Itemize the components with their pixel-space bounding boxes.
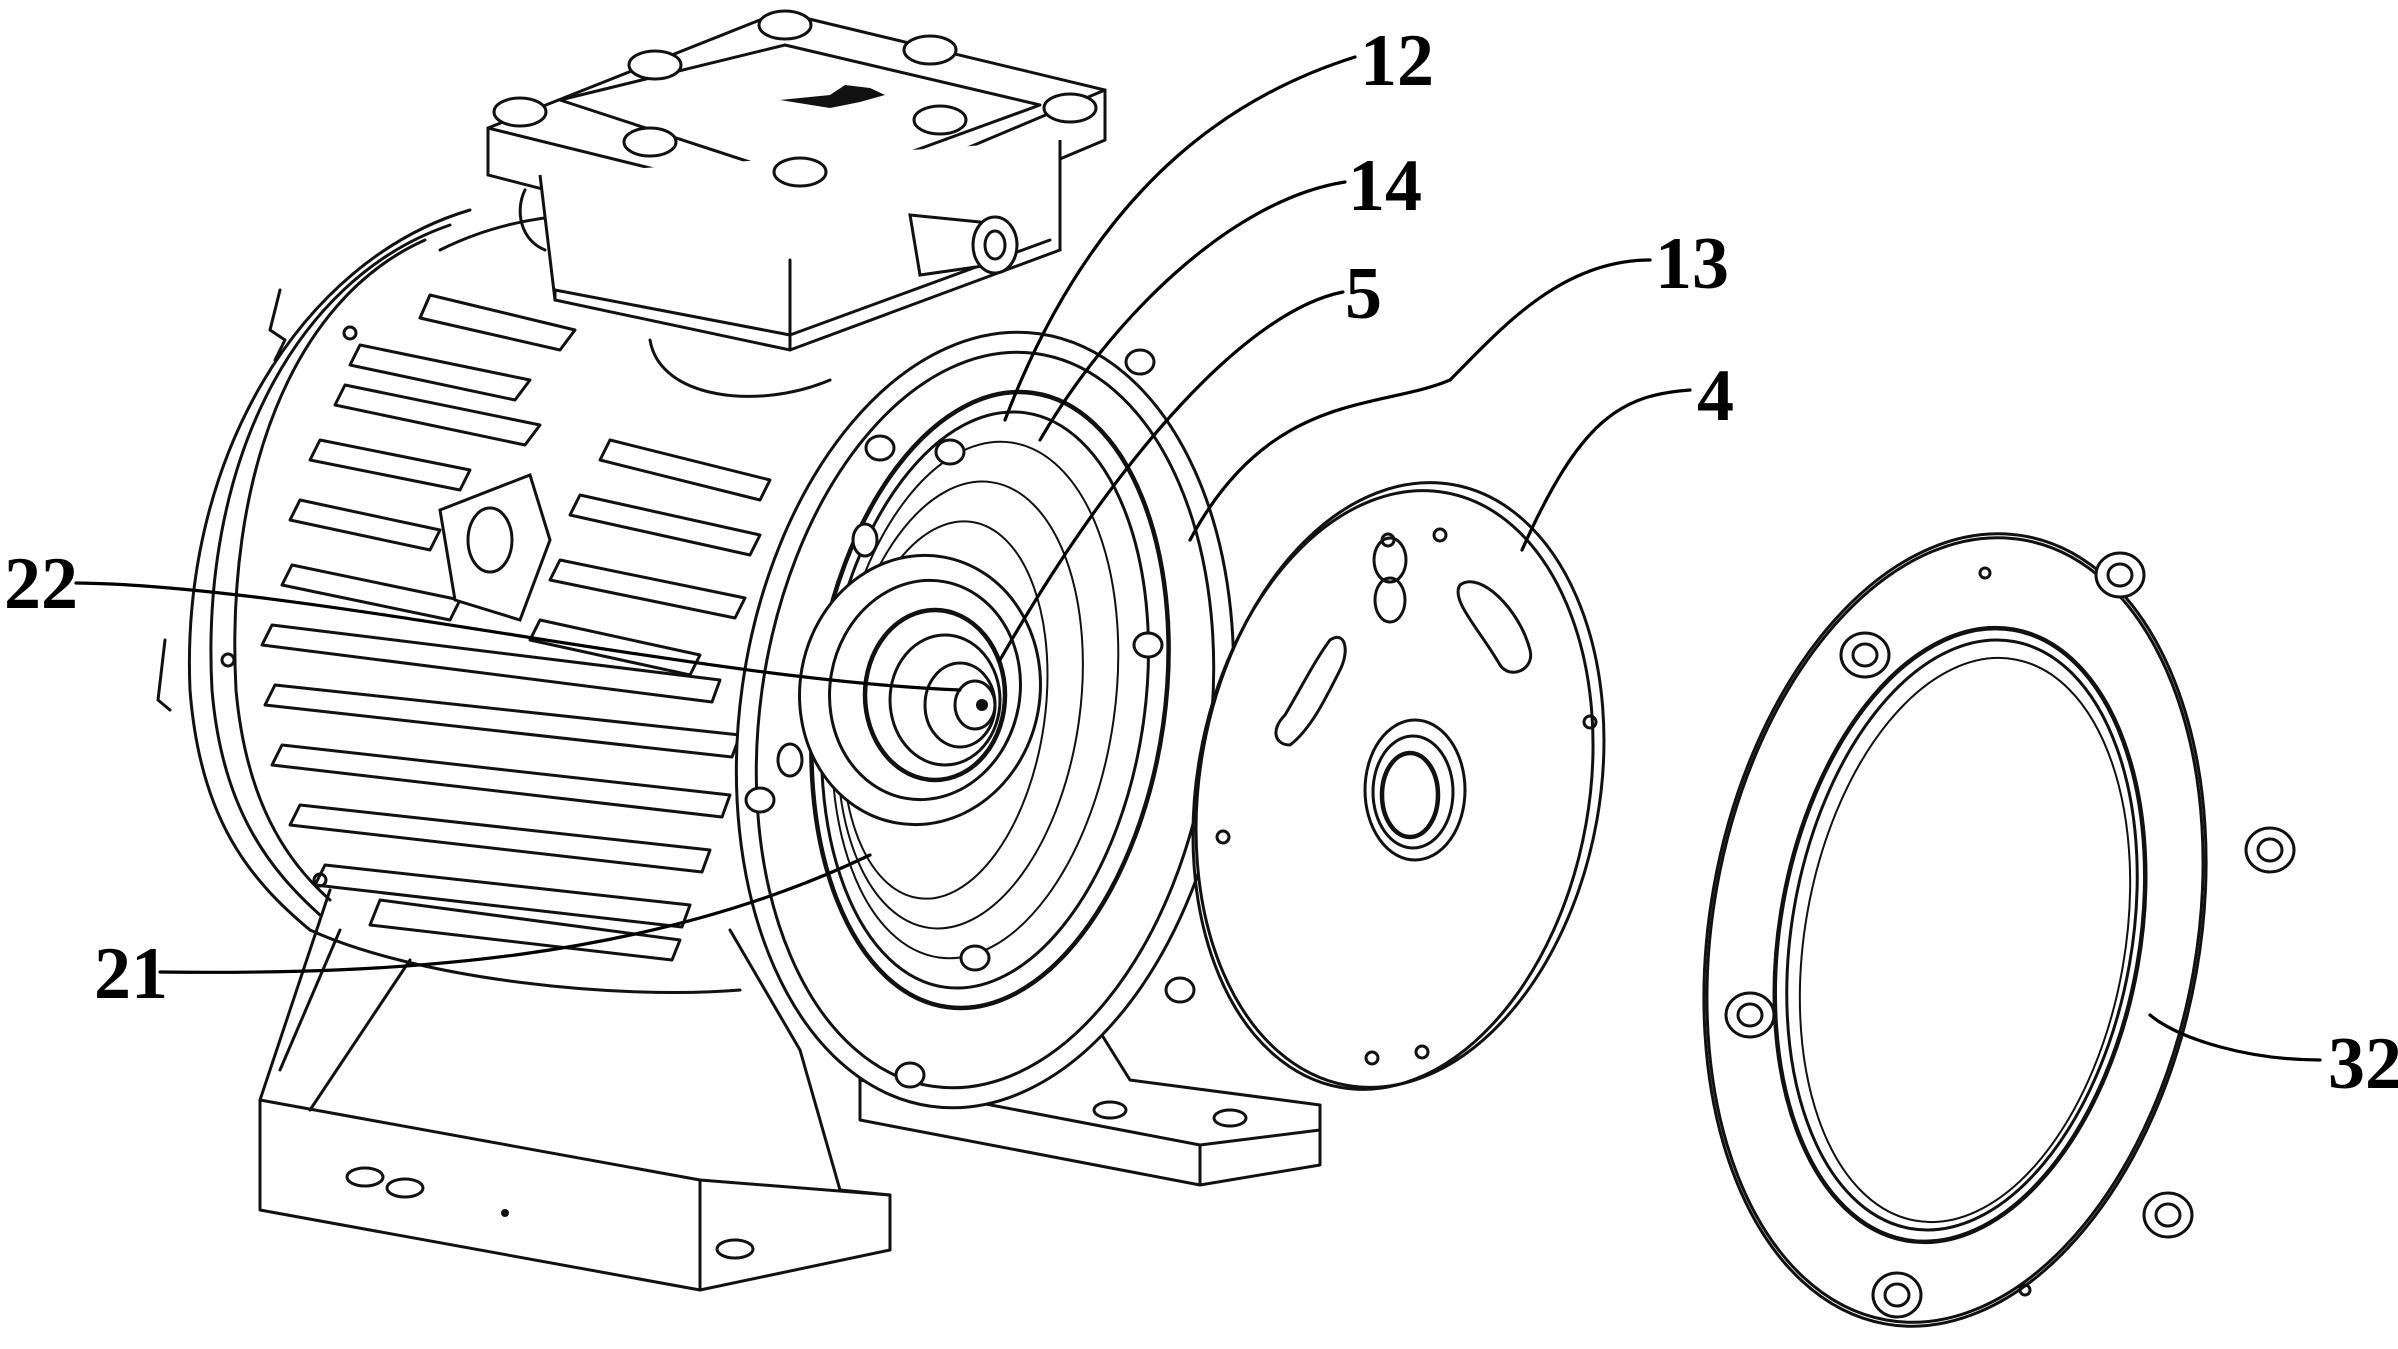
label-21: 21: [94, 933, 168, 1015]
label-22: 22: [4, 543, 78, 625]
cable-gland: [908, 213, 1019, 277]
leader-5: [998, 290, 1345, 662]
leader-21: [158, 853, 872, 974]
leader-4: [1520, 388, 1692, 552]
leader-14: [1038, 180, 1347, 442]
rear-end-ring: [156, 208, 472, 932]
cover-clips: [1724, 551, 2296, 1319]
mounting-feet: [258, 888, 1322, 1292]
terminal-box-screws: [492, 9, 1098, 188]
terminal-box: [486, 9, 1107, 398]
leader-lines: [74, 55, 2322, 1062]
motor-housing-finned: [260, 213, 772, 994]
label-5: 5: [1345, 253, 1382, 335]
label-4: 4: [1697, 355, 1734, 437]
end-plate-disc: [1191, 481, 1606, 1091]
leader-13: [1188, 258, 1652, 542]
leader-32: [2148, 1013, 2322, 1062]
leader-22: [74, 581, 962, 692]
cover-ring-with-window: [1702, 532, 2296, 1328]
flange-bolts: [744, 348, 1196, 1089]
leader-12: [1003, 55, 1357, 422]
label-14: 14: [1348, 145, 1422, 227]
label-12: 12: [1360, 20, 1434, 102]
label-13: 13: [1655, 223, 1729, 305]
reference-labels: 12 14 5 13 4 22 21 32: [4, 20, 2398, 1105]
label-32: 32: [2328, 1023, 2398, 1105]
bearing-shaft: [798, 553, 1042, 827]
